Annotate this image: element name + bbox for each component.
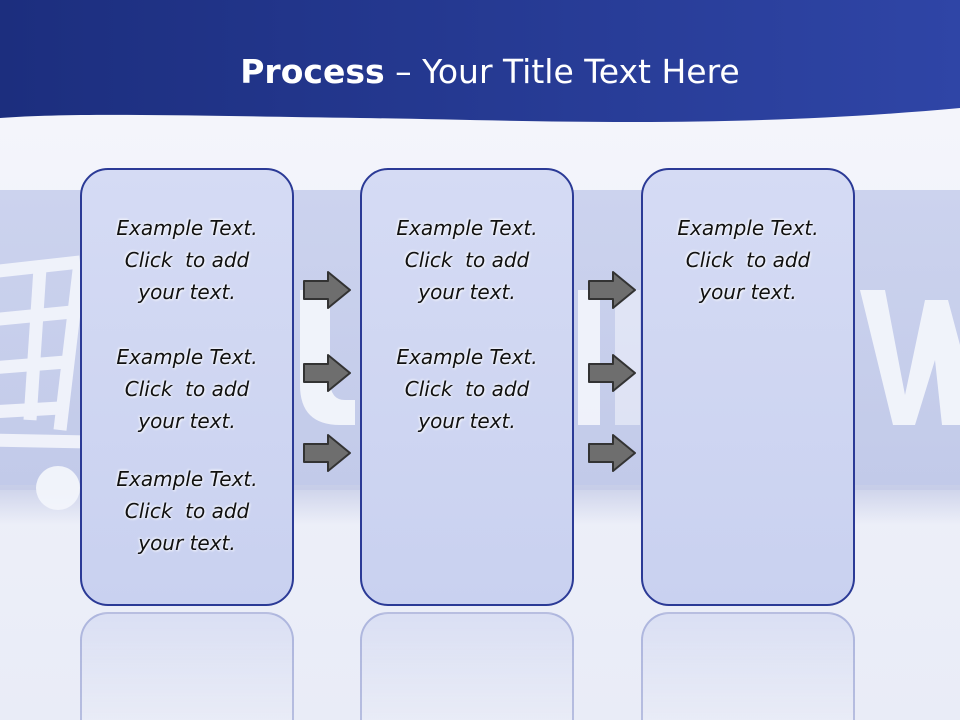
text-line: Click to add [124,499,250,523]
cart-icon [0,255,91,449]
arrow-right-icon[interactable] [587,353,637,393]
process-box-2-reflection [360,612,574,720]
text-line: Click to add [404,248,530,272]
text-line: Example Text. [116,345,258,369]
text-placeholder-1-1[interactable]: Example Text. Click to add your text. [82,212,292,308]
text-placeholder-2-1[interactable]: Example Text. Click to add your text. [362,212,572,308]
arrow-right-icon[interactable] [302,270,352,310]
text-line: Click to add [124,377,250,401]
text-placeholder-1-3[interactable]: Example Text. Click to add your text. [82,463,292,559]
text-line: Example Text. [396,345,538,369]
text-line: your text. [418,280,516,304]
process-box-1[interactable]: Example Text. Click to add your text. Ex… [80,168,294,606]
process-box-1-reflection [80,612,294,720]
text-line: your text. [699,280,797,304]
text-line: your text. [138,280,236,304]
text-line: your text. [138,409,236,433]
text-placeholder-3-1[interactable]: Example Text. Click to add your text. [643,212,853,308]
cart-wheel-icon [36,466,80,510]
text-line: your text. [418,409,516,433]
text-placeholder-1-2[interactable]: Example Text. Click to add your text. [82,341,292,437]
text-line: Example Text. [677,216,819,240]
arrow-right-icon[interactable] [587,270,637,310]
header-banner [0,0,960,122]
process-box-3-reflection [641,612,855,720]
text-line: Click to add [404,377,530,401]
text-line: Click to add [124,248,250,272]
text-line: your text. [138,531,236,555]
arrow-right-icon[interactable] [587,433,637,473]
title-bold-part: Process [240,52,385,91]
text-line: Example Text. [396,216,538,240]
text-line: Click to add [685,248,811,272]
slide-title[interactable]: Process – Your Title Text Here [0,52,960,91]
text-placeholder-2-2[interactable]: Example Text. Click to add your text. [362,341,572,437]
title-rest-part: – Your Title Text Here [384,52,740,91]
process-box-3[interactable]: Example Text. Click to add your text. [641,168,855,606]
text-line: Example Text. [116,467,258,491]
text-line: Example Text. [116,216,258,240]
arrow-right-icon[interactable] [302,353,352,393]
arrow-right-icon[interactable] [302,433,352,473]
process-box-2[interactable]: Example Text. Click to add your text. Ex… [360,168,574,606]
